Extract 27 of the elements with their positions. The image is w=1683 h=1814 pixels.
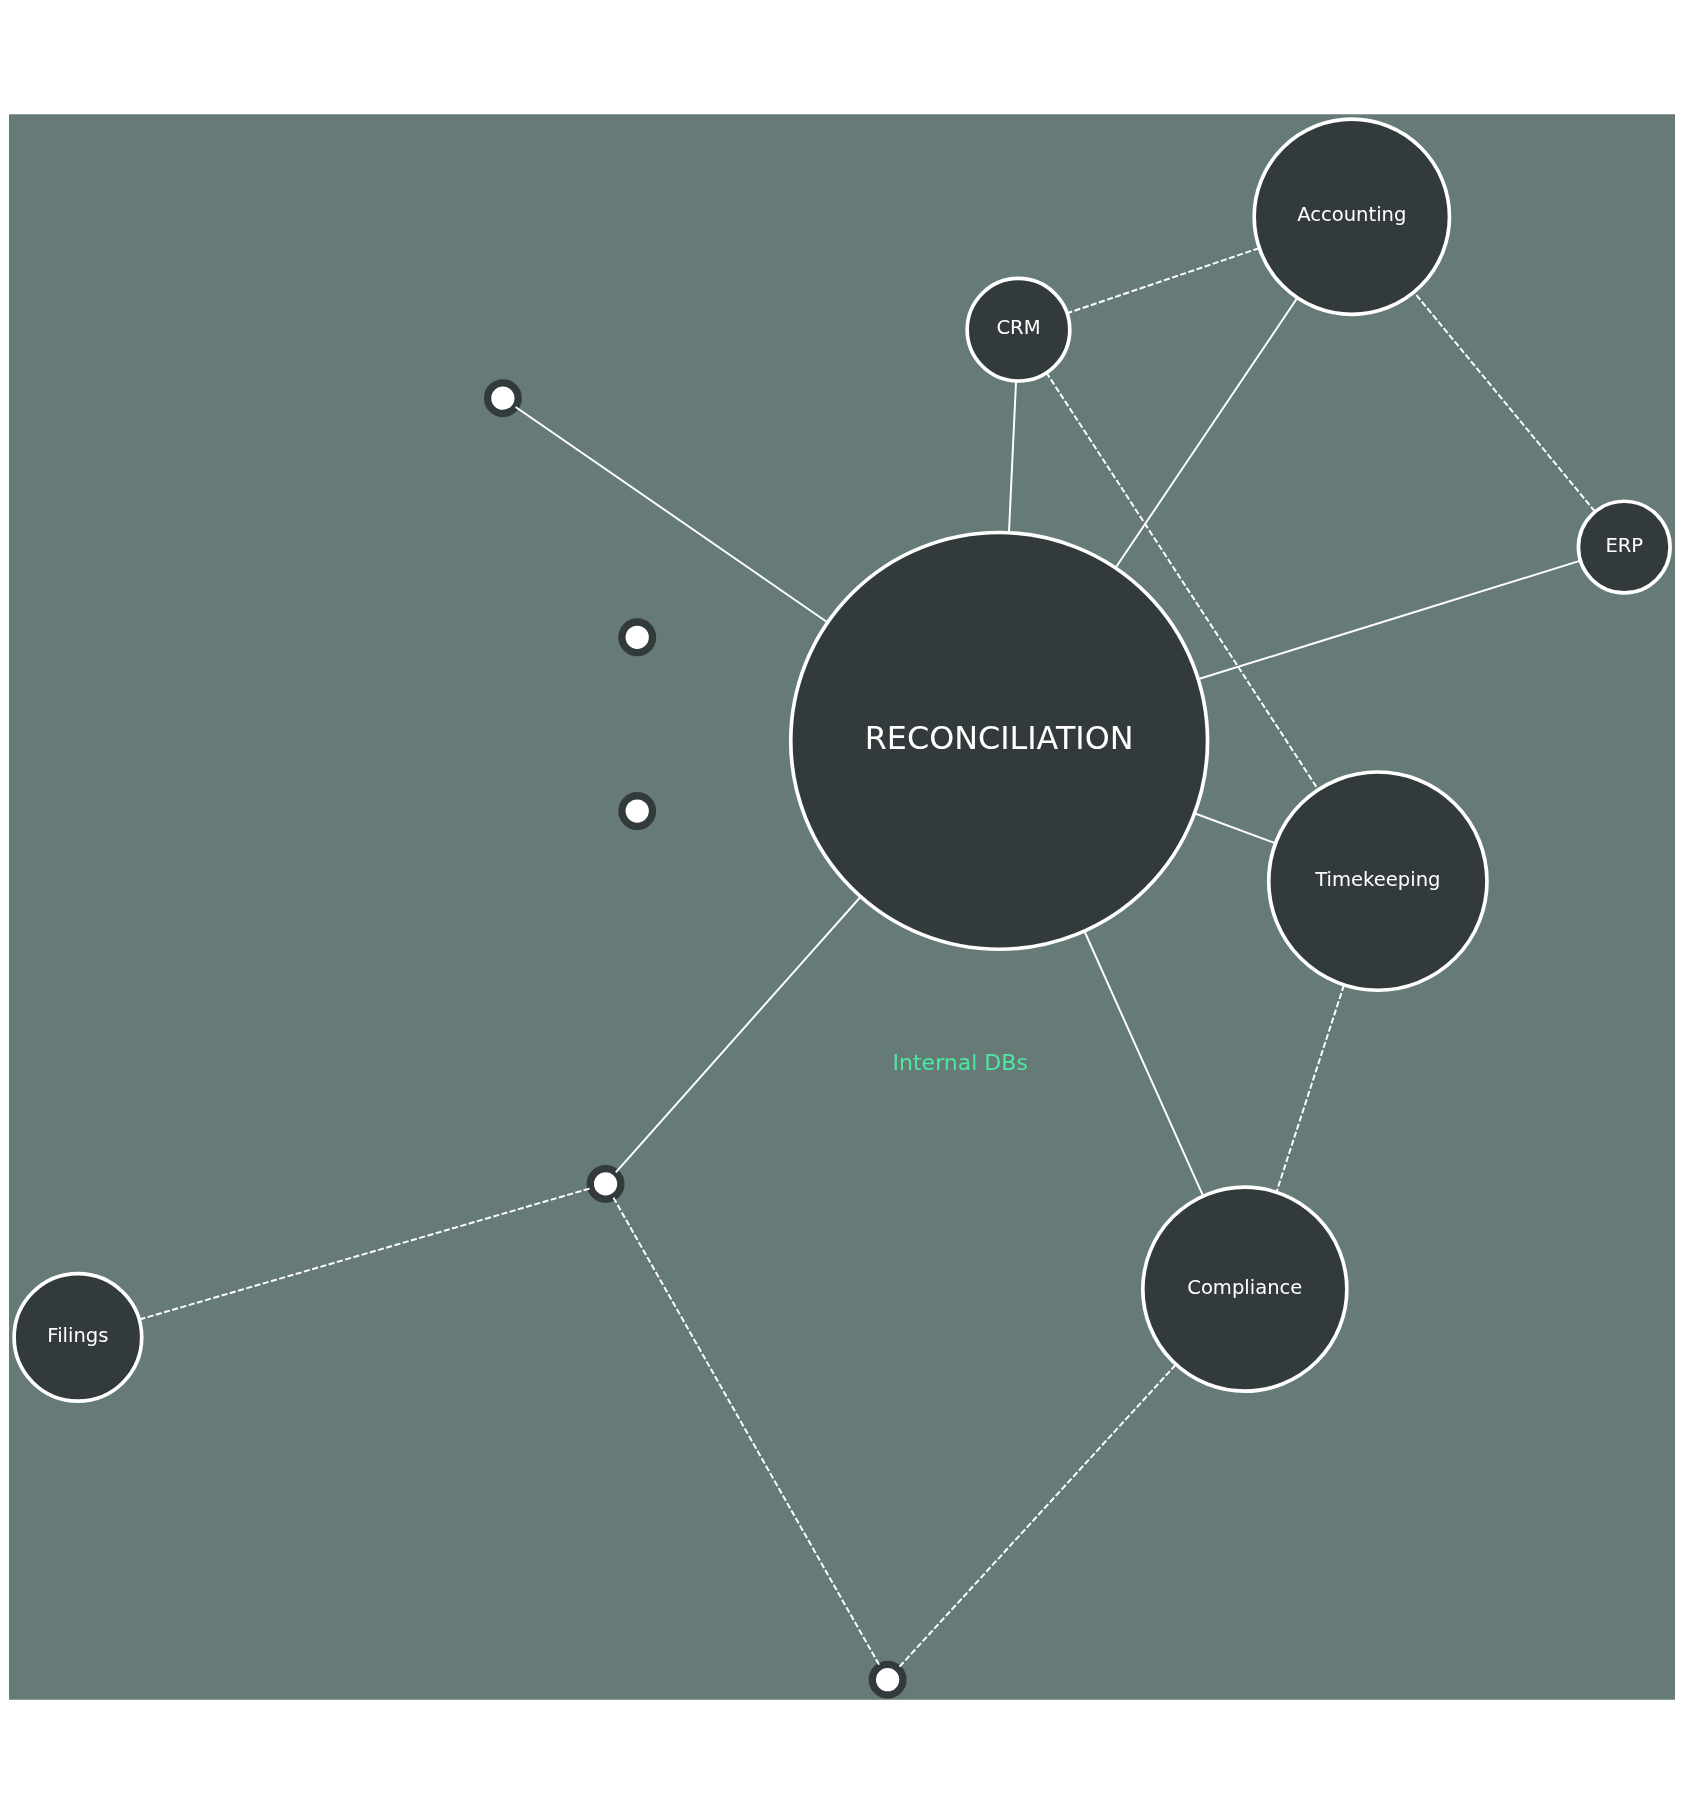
node-circle	[617, 618, 656, 657]
node-circle	[868, 1660, 907, 1699]
connector	[1114, 296, 1298, 569]
connector	[1275, 984, 1345, 1193]
connector	[1083, 930, 1204, 1197]
connector	[1412, 291, 1596, 513]
connector	[1193, 812, 1277, 845]
connector	[138, 1187, 592, 1321]
connector	[614, 895, 862, 1174]
connector	[514, 405, 828, 624]
node-circle: Compliance	[1140, 1185, 1349, 1394]
node-circle: ERP	[1576, 499, 1672, 595]
connector	[611, 1196, 881, 1668]
node-circle: Accounting	[1251, 117, 1451, 317]
node-circle: RECONCILIATION	[788, 530, 1209, 952]
node-circle	[483, 379, 522, 418]
node-circle	[586, 1164, 625, 1203]
connector	[896, 1363, 1176, 1670]
connector	[1065, 247, 1260, 315]
node-circle: Filings	[11, 1271, 144, 1403]
node-circle	[617, 792, 656, 830]
label: Internal DBs	[892, 1050, 1028, 1076]
node-circle: CRM	[964, 276, 1072, 383]
connector	[1007, 379, 1017, 534]
connector	[1044, 371, 1319, 791]
connector	[1197, 559, 1581, 680]
node-circle: Timekeeping	[1266, 770, 1489, 993]
